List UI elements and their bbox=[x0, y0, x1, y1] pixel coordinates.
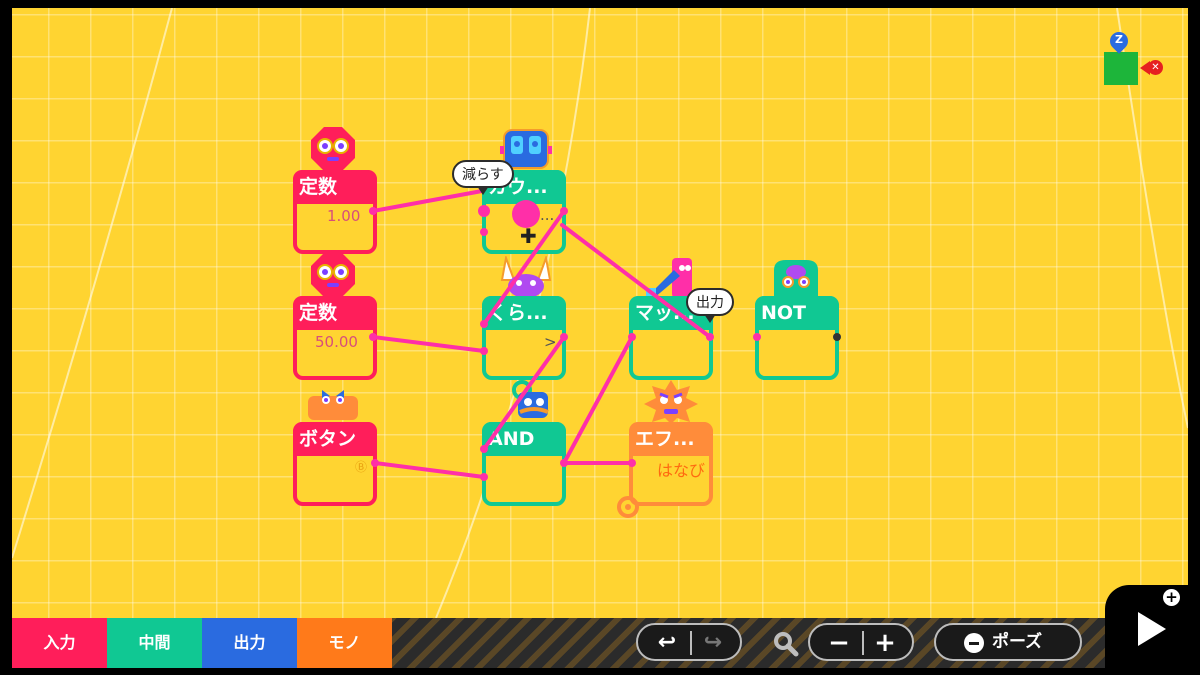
zoom-out-button[interactable]: − bbox=[828, 628, 850, 658]
plus-icon: ✚ bbox=[520, 224, 537, 248]
minimap-close-icon[interactable] bbox=[1140, 61, 1150, 75]
node-title: エフ... bbox=[629, 422, 713, 456]
const-nodon-face-icon bbox=[311, 253, 355, 297]
counter-nodon-face-icon bbox=[500, 129, 552, 169]
play-test-button[interactable]: + bbox=[1105, 585, 1200, 675]
zoom-group: − + bbox=[808, 623, 914, 661]
node-sub: ... bbox=[540, 206, 555, 224]
node-title: AND bbox=[482, 422, 566, 456]
node-not[interactable]: NOT bbox=[755, 296, 839, 380]
nodon-canvas[interactable]: Z ✕ bbox=[12, 8, 1188, 618]
plus-button-icon: + bbox=[1163, 589, 1180, 606]
const-nodon-face-icon bbox=[311, 127, 355, 171]
minimap-close-circle[interactable]: ✕ bbox=[1148, 60, 1163, 75]
minimap-badge: Z bbox=[1115, 33, 1123, 46]
node-title: NOT bbox=[755, 296, 839, 330]
bottom-toolbar: 入力 中間 出力 モノ ↩ ↪ − + ポーズ bbox=[12, 618, 1188, 668]
tooltip-decrease: 減らす bbox=[452, 160, 514, 195]
zoom-magnifier-icon bbox=[774, 632, 799, 657]
category-object-tab[interactable]: モノ bbox=[297, 618, 392, 668]
node-value: 50.00 bbox=[315, 333, 358, 351]
effect-link-ring-icon bbox=[617, 496, 639, 518]
node-effect[interactable]: エフ... はなび bbox=[629, 422, 713, 506]
not-nodon-face-icon bbox=[774, 260, 818, 298]
category-input-tab[interactable]: 入力 bbox=[12, 618, 107, 668]
node-button[interactable]: ボタン Ⓑ bbox=[293, 422, 377, 506]
node-and[interactable]: AND bbox=[482, 422, 566, 506]
compare-nodon-face-icon bbox=[500, 256, 552, 298]
node-title: 定数 bbox=[293, 296, 377, 330]
minus-button-icon bbox=[964, 633, 984, 653]
tooltip-output: 出力 bbox=[686, 288, 734, 323]
node-sub: > bbox=[544, 333, 557, 351]
button-nodon-face-icon bbox=[308, 390, 358, 420]
node-const-1[interactable]: 定数 1.00 bbox=[293, 170, 377, 254]
node-title: ボタン bbox=[293, 422, 377, 456]
undo-icon[interactable]: ↩ bbox=[657, 630, 677, 655]
category-output-tab[interactable]: 出力 bbox=[202, 618, 297, 668]
zoom-in-button[interactable]: + bbox=[874, 628, 896, 658]
effect-nodon-face-icon bbox=[644, 380, 698, 424]
redo-icon[interactable]: ↪ bbox=[703, 630, 723, 655]
pause-button[interactable]: ポーズ bbox=[934, 623, 1082, 661]
undo-redo-group: ↩ ↪ bbox=[636, 623, 742, 661]
node-title: くら... bbox=[482, 296, 566, 330]
play-icon bbox=[1138, 612, 1166, 646]
node-title: 定数 bbox=[293, 170, 377, 204]
node-value: Ⓑ bbox=[355, 460, 368, 474]
node-value: はなび bbox=[657, 461, 706, 480]
background-arcs bbox=[12, 8, 1188, 618]
category-middle-tab[interactable]: 中間 bbox=[107, 618, 202, 668]
node-compare[interactable]: くら... > bbox=[482, 296, 566, 380]
pause-label: ポーズ bbox=[992, 632, 1043, 652]
minimap[interactable] bbox=[1104, 52, 1138, 85]
and-nodon-face-icon bbox=[512, 380, 549, 418]
node-const-2[interactable]: 定数 50.00 bbox=[293, 296, 377, 380]
node-value: 1.00 bbox=[327, 207, 361, 225]
node-title: カウ... bbox=[482, 170, 566, 204]
